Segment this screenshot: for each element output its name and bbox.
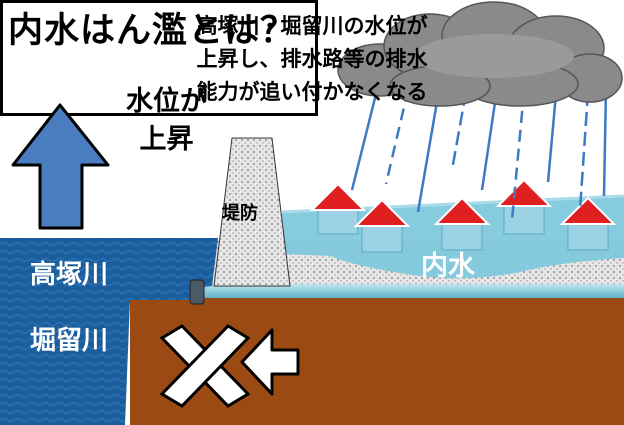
inland-water-label: 内水 xyxy=(421,251,475,282)
house xyxy=(495,178,553,235)
river-label-lower: 堀留川 xyxy=(30,326,109,356)
flow-left-arrow-icon xyxy=(240,328,300,396)
house xyxy=(353,198,411,253)
embankment xyxy=(213,137,291,287)
rain xyxy=(350,85,608,221)
explanation-box: 高塚川・堀留川の水位が 上昇し、排水路等の排水 能力が追い付かなくなる xyxy=(0,0,428,116)
water-rise-line2: 上昇 xyxy=(139,124,194,155)
explanation-line3: 能力が追い付かなくなる xyxy=(196,80,428,104)
water-rise-line1: 水位が xyxy=(126,86,207,117)
page-title: 内水はん濫とは？ xyxy=(8,11,297,51)
explanation-line2: 上昇し、排水路等の排水 xyxy=(196,47,428,71)
blocked-x-icon xyxy=(159,324,251,408)
embankment-label: 堤防 xyxy=(222,203,258,224)
house xyxy=(433,196,491,251)
water-rise-label: 水位が 上昇 xyxy=(126,83,207,159)
river xyxy=(0,238,218,425)
drainage-pipe xyxy=(196,284,624,298)
river-label-upper: 高塚川 xyxy=(30,260,109,290)
outfall-gate xyxy=(189,279,205,305)
house xyxy=(309,182,367,235)
house xyxy=(559,196,617,251)
explanation-line1: 高塚川・堀留川の水位が xyxy=(196,14,428,38)
rain-cloud-highlight xyxy=(414,34,574,78)
water-rise-arrow xyxy=(11,103,110,230)
